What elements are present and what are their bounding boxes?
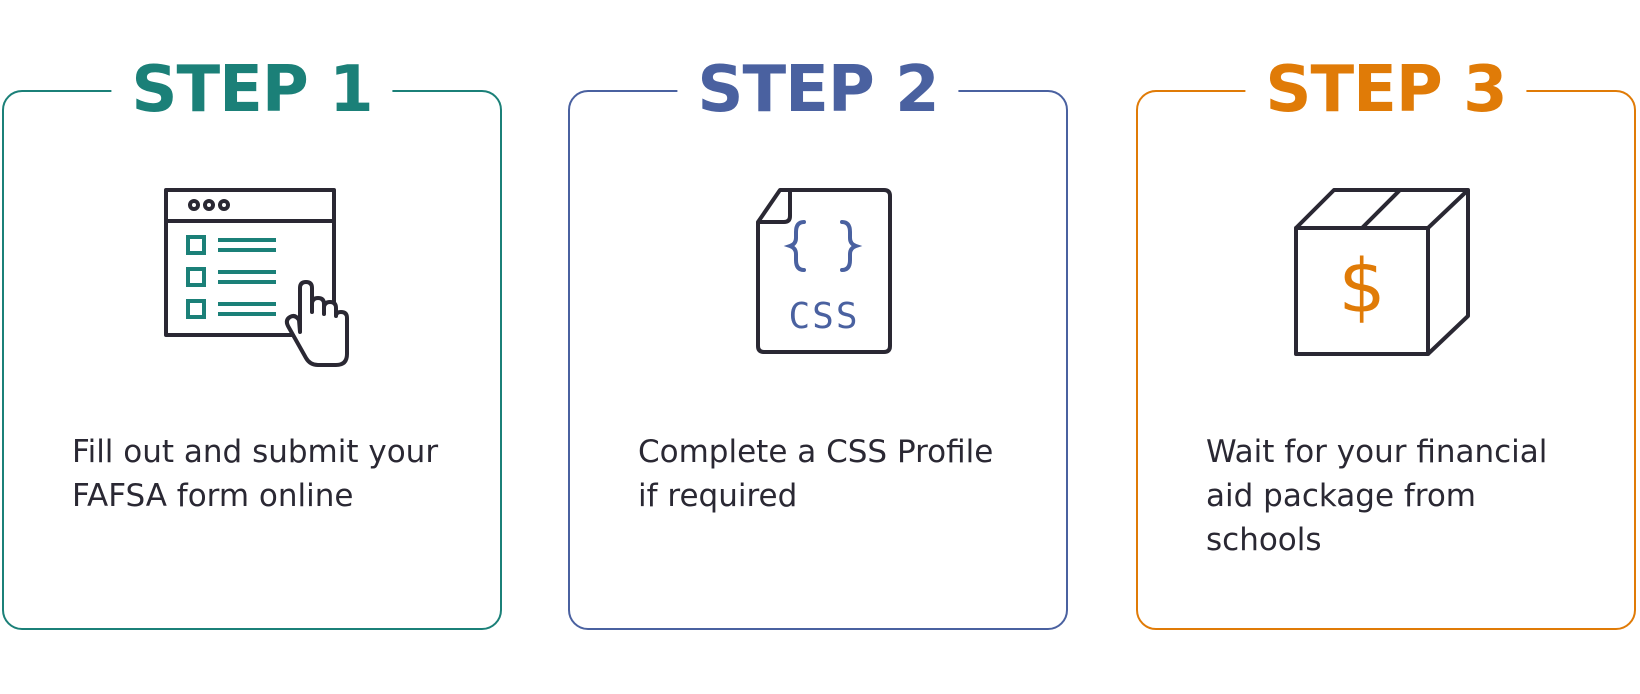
step-1-card: STEP 1 Fill out and s — [2, 54, 502, 630]
step-2-description: Complete a CSS Profile if required — [638, 434, 994, 514]
step-3-title: STEP 3 — [1245, 54, 1527, 126]
step-1-title: STEP 1 — [111, 54, 393, 126]
step-3-description: Wait for your financial aid package from… — [1206, 434, 1548, 558]
css-document-icon: CSS — [708, 182, 928, 392]
css-icon-label: CSS — [788, 296, 859, 337]
step-1-description: Fill out and submit your FAFSA form onli… — [72, 434, 439, 514]
online-form-icon — [142, 182, 362, 392]
money-box-icon: $ — [1276, 182, 1496, 392]
step-3-card: STEP 3 $ Wait for your financial aid pac… — [1136, 54, 1636, 630]
dollar-sign: $ — [1338, 244, 1385, 330]
step-2-title: STEP 2 — [677, 54, 959, 126]
step-2-card: STEP 2 CSS Complete a CSS Profile if req… — [568, 54, 1068, 630]
